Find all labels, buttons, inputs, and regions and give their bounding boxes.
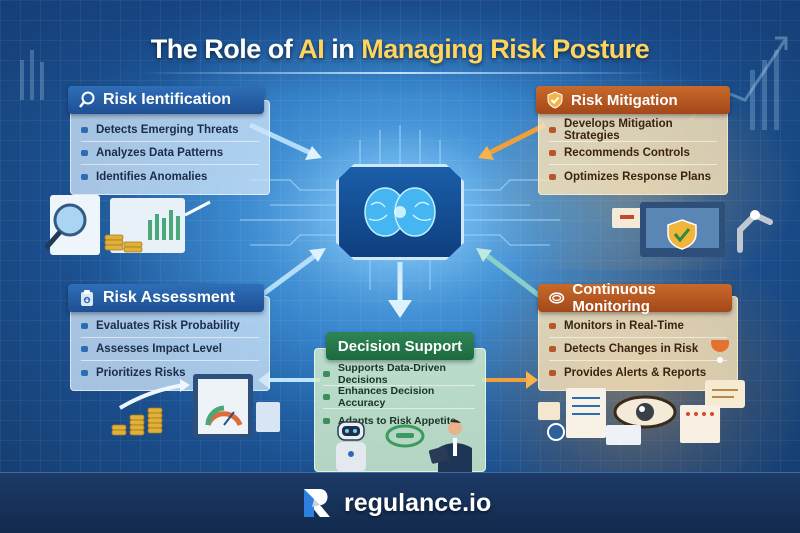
bullet-icon xyxy=(81,369,88,376)
list-item: Enhances Decision Accuracy xyxy=(323,385,475,409)
title-part2: in xyxy=(324,34,362,64)
mitigation-illustration xyxy=(612,202,773,257)
item-text: Detects Changes in Risk xyxy=(564,343,699,355)
card-body: Develops Mitigation Strategies Recommend… xyxy=(538,100,728,195)
item-text: Detects Emerging Threats xyxy=(96,124,239,136)
card-title: Risk Assessment xyxy=(103,289,235,306)
identification-illustration xyxy=(44,195,211,255)
list-item: Supports Data-Driven Decisions xyxy=(323,362,475,386)
title-underline xyxy=(140,72,660,74)
card-title: Risk Mitigation xyxy=(571,91,678,109)
decision-illustration xyxy=(336,419,472,472)
bullet-icon xyxy=(549,127,556,133)
title-highlight-ai: AI xyxy=(298,34,325,64)
bullet-icon xyxy=(81,346,88,352)
item-text: Adapts to Risk Appetite xyxy=(338,414,457,427)
item-text: Enhances Decision Accuracy xyxy=(338,385,435,409)
bullet-icon xyxy=(549,150,556,156)
item-text: Monitors in Real-Time xyxy=(564,320,684,332)
title-part1: The Role of xyxy=(150,34,299,64)
bullet-icon xyxy=(81,127,88,133)
item-text: Provides Alerts & Reports xyxy=(564,366,707,379)
item-text: Optimizes Response Plans xyxy=(564,170,711,183)
footer xyxy=(0,472,800,533)
item-text: Evaluates Risk Probability xyxy=(96,320,240,332)
card-title: Risk Ientification xyxy=(103,91,232,108)
bullet-icon xyxy=(549,369,556,376)
list-item: Evaluates Risk Probability xyxy=(81,315,259,338)
item-text: Develops Mitigation Strategies xyxy=(564,118,673,142)
card-body: Detects Emerging Threats Analyzes Data P… xyxy=(70,100,270,195)
list-item: Identifies Anomalies xyxy=(81,165,259,188)
item-text: Supports Data-Driven Decisions xyxy=(338,362,446,386)
bullet-icon xyxy=(323,371,330,377)
card-header: Risk Mitigation xyxy=(536,86,730,114)
card-header: Risk Assessment xyxy=(68,284,264,312)
brain-chip-icon xyxy=(364,187,436,237)
list-item: Prioritizes Risks xyxy=(81,361,259,384)
item-text: Analyzes Data Patterns xyxy=(96,147,224,159)
card-header: Risk Ientification xyxy=(68,86,264,114)
card-body: Monitors in Real-Time Detects Changes in… xyxy=(538,296,738,391)
bullet-icon xyxy=(549,323,556,329)
list-item: Assesses Impact Level xyxy=(81,338,259,361)
item-text: Prioritizes Risks xyxy=(96,366,186,379)
list-item: Monitors in Real-Time xyxy=(549,315,727,338)
item-text: Identifies Anomalies xyxy=(96,170,208,183)
item-text: Assesses Impact Level xyxy=(96,343,222,355)
bullet-icon xyxy=(81,323,88,329)
bullet-icon xyxy=(323,417,330,424)
list-item: Detects Changes in Risk xyxy=(549,338,727,361)
list-item: Analyzes Data Patterns xyxy=(81,142,259,165)
magnifier-icon xyxy=(79,91,95,108)
list-item: Adapts to Risk Appetite xyxy=(323,409,475,432)
title-highlight-risk: Managing Risk Posture xyxy=(361,34,650,64)
brand-logo: regulance.io xyxy=(300,483,491,523)
logo-text: regulance.io xyxy=(344,488,492,517)
shield-check-icon xyxy=(547,91,563,109)
item-text: Recommends Controls xyxy=(564,147,690,159)
list-item: Optimizes Response Plans xyxy=(549,165,717,188)
bullet-icon xyxy=(549,346,556,352)
list-item: Detects Emerging Threats xyxy=(81,119,259,142)
card-header: Continuous Monitoring xyxy=(538,281,732,315)
bullet-icon xyxy=(549,173,556,180)
list-item: Recommends Controls xyxy=(549,142,717,165)
assessment-illustration xyxy=(111,374,280,438)
list-item: Provides Alerts & Reports xyxy=(549,361,727,384)
card-header: Decision Support xyxy=(326,332,474,360)
bullet-icon xyxy=(323,394,330,400)
monitoring-illustration xyxy=(538,340,745,445)
card-title: Decision Support xyxy=(337,337,463,355)
bullet-icon xyxy=(81,173,88,180)
page-title: The Role of AI in Managing Risk Posture xyxy=(0,34,800,65)
list-item: Develops Mitigation Strategies xyxy=(549,118,717,142)
card-title: Continuous Monitoring xyxy=(572,281,656,315)
cycle-icon xyxy=(549,292,565,304)
bullet-icon xyxy=(81,150,88,156)
regulance-logo-icon xyxy=(304,489,330,517)
clipboard-icon xyxy=(81,290,93,306)
ai-chip xyxy=(336,164,464,260)
